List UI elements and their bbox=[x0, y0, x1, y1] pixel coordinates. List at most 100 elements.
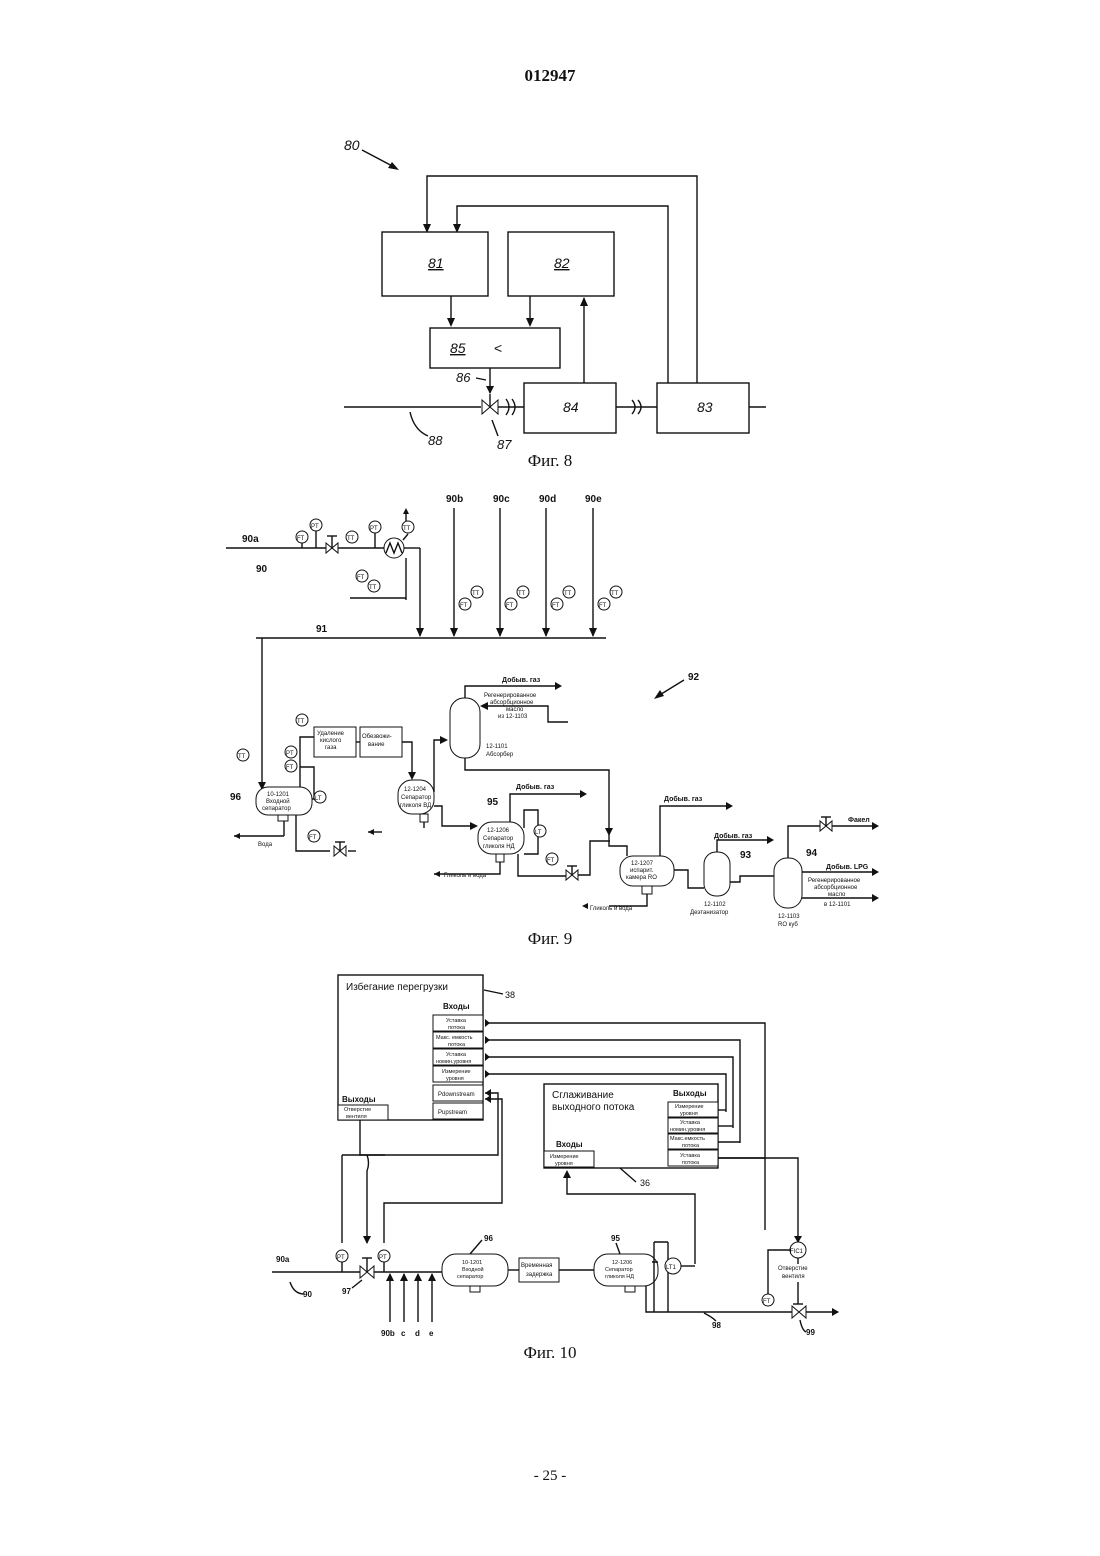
svg-text:потока: потока bbox=[448, 1025, 466, 1031]
svg-text:Отверстие: Отверстие bbox=[344, 1107, 371, 1113]
ref-38: 38 bbox=[505, 990, 515, 1000]
svg-text:из 12-1103: из 12-1103 bbox=[498, 714, 528, 720]
svg-text:12-1207: 12-1207 bbox=[631, 861, 654, 867]
label-81: 81 bbox=[428, 255, 444, 271]
svg-text:TT: TT bbox=[238, 754, 246, 760]
svg-text:Входной: Входной bbox=[266, 798, 290, 805]
svg-text:12-1206: 12-1206 bbox=[487, 828, 510, 834]
svg-text:Гликоль и вода: Гликоль и вода bbox=[444, 873, 487, 879]
svg-text:FT: FT bbox=[599, 603, 607, 609]
label-85: 85 bbox=[450, 340, 466, 356]
figure-9-caption: Фиг. 9 bbox=[0, 929, 1100, 949]
svg-text:TT: TT bbox=[472, 591, 480, 597]
comparator-sign: < bbox=[494, 340, 502, 356]
svg-text:Регенерированное: Регенерированное bbox=[808, 878, 861, 884]
heat-exchanger: TT FT TT bbox=[350, 508, 420, 636]
label-93: 93 bbox=[740, 850, 752, 861]
svg-text:TT: TT bbox=[611, 591, 619, 597]
svg-text:Уставка: Уставка bbox=[680, 1153, 701, 1159]
ro-still bbox=[774, 858, 802, 908]
svg-text:FT: FT bbox=[547, 858, 555, 864]
valve-97 bbox=[360, 1258, 374, 1278]
svg-text:PT: PT bbox=[370, 526, 378, 532]
label-98: 98 bbox=[712, 1321, 721, 1330]
svg-text:LT: LT bbox=[315, 796, 322, 802]
svg-text:TT: TT bbox=[297, 719, 305, 725]
svg-text:Измерение: Измерение bbox=[442, 1069, 471, 1075]
label-92: 92 bbox=[688, 672, 700, 683]
svg-text:FT: FT bbox=[309, 835, 317, 841]
page-number: - 25 - bbox=[0, 1468, 1100, 1485]
svg-text:12-1102: 12-1102 bbox=[704, 902, 726, 908]
svg-text:гликоля ВД: гликоля ВД bbox=[400, 803, 431, 809]
svg-text:FT: FT bbox=[297, 536, 305, 542]
svg-text:RO куб: RO куб bbox=[778, 922, 798, 928]
valve-opening-label-1: Отверстие bbox=[778, 1266, 808, 1272]
figure-10-diagram: Избегание перегрузки 38 Входы Уставкапот… bbox=[0, 970, 1100, 1350]
label-96: 96 bbox=[230, 792, 242, 803]
label-90: 90 bbox=[303, 1290, 312, 1299]
flare-label: Факел bbox=[848, 817, 870, 824]
svg-text:12-1101: 12-1101 bbox=[486, 744, 508, 750]
label-83: 83 bbox=[697, 399, 713, 415]
svg-text:FT: FT bbox=[460, 603, 468, 609]
overload-title: Избегание перегрузки bbox=[346, 981, 448, 993]
svg-text:Pdownstream: Pdownstream bbox=[438, 1092, 475, 1098]
figure-10-caption: Фиг. 10 bbox=[0, 1343, 1100, 1363]
svg-text:Сепаратор: Сепаратор bbox=[483, 836, 514, 842]
label-96: 96 bbox=[484, 1234, 493, 1243]
svg-text:PT: PT bbox=[311, 524, 319, 530]
label-99: 99 bbox=[806, 1328, 815, 1337]
svg-text:TT: TT bbox=[403, 526, 411, 532]
feed-arrows: 90b c d e bbox=[381, 1273, 436, 1338]
svg-text:Временная: Временная bbox=[521, 1263, 552, 1269]
svg-text:Уставка: Уставка bbox=[446, 1018, 467, 1024]
svg-text:12-1206: 12-1206 bbox=[612, 1260, 632, 1266]
label-82: 82 bbox=[554, 255, 570, 271]
svg-text:Входной: Входной bbox=[462, 1266, 484, 1273]
svg-text:абсорбционное: абсорбционное bbox=[490, 700, 534, 706]
label-97: 97 bbox=[342, 1287, 351, 1296]
svg-text:Деэтанизатор: Деэтанизатор bbox=[690, 910, 729, 916]
svg-text:потока: потока bbox=[682, 1143, 700, 1149]
label-95: 95 bbox=[611, 1234, 620, 1243]
label-84: 84 bbox=[563, 399, 579, 415]
gas-flash-label: Добыв. газ bbox=[664, 795, 703, 803]
svg-text:TT: TT bbox=[518, 591, 526, 597]
ref-88: 88 bbox=[428, 433, 443, 448]
svg-text:уровня: уровня bbox=[555, 1161, 573, 1167]
svg-text:FT: FT bbox=[506, 603, 514, 609]
svg-text:c: c bbox=[401, 1329, 406, 1338]
svg-text:номин.уровня: номин.уровня bbox=[436, 1059, 471, 1065]
svg-text:испарит.: испарит. bbox=[630, 868, 654, 874]
svg-text:LT1: LT1 bbox=[666, 1265, 677, 1271]
label-90a: 90a bbox=[242, 534, 259, 545]
label-95: 95 bbox=[487, 797, 499, 808]
svg-text:Уставка: Уставка bbox=[680, 1120, 701, 1126]
svg-text:10-1201: 10-1201 bbox=[462, 1260, 482, 1266]
svg-text:PT: PT bbox=[286, 751, 294, 757]
svg-text:уровня: уровня bbox=[446, 1076, 464, 1082]
svg-text:10-1201: 10-1201 bbox=[267, 792, 290, 798]
svg-text:e: e bbox=[429, 1329, 434, 1338]
water-out-label: Вода bbox=[258, 842, 273, 848]
svg-text:Уставка: Уставка bbox=[446, 1052, 467, 1058]
svg-text:TT: TT bbox=[347, 536, 355, 542]
svg-text:гликоля НД: гликоля НД bbox=[605, 1274, 634, 1280]
svg-text:номин.уровня: номин.уровня bbox=[670, 1127, 705, 1133]
ref-86: 86 bbox=[456, 370, 471, 385]
svg-text:12-1204: 12-1204 bbox=[404, 787, 427, 793]
deethanizer bbox=[704, 852, 730, 896]
svg-text:задержка: задержка bbox=[526, 1272, 553, 1278]
svg-text:Абсорбер: Абсорбер bbox=[486, 752, 514, 758]
svg-text:в 12-1101: в 12-1101 bbox=[824, 902, 851, 908]
gas-lp-label: Добыв. газ bbox=[516, 783, 555, 791]
svg-text:90d: 90d bbox=[539, 494, 556, 505]
svg-text:вание: вание bbox=[368, 742, 385, 748]
figure-9-diagram: 90a 90 FT PT TT PT TT FT TT 90b 90c 90d … bbox=[0, 490, 1100, 940]
svg-text:LT: LT bbox=[535, 830, 542, 836]
overload-inputs: Уставкапотока Макс. емкостьпотока Уставк… bbox=[433, 1015, 483, 1119]
svg-text:FT: FT bbox=[552, 603, 560, 609]
svg-text:потока: потока bbox=[682, 1160, 700, 1166]
svg-text:90b: 90b bbox=[446, 494, 463, 505]
